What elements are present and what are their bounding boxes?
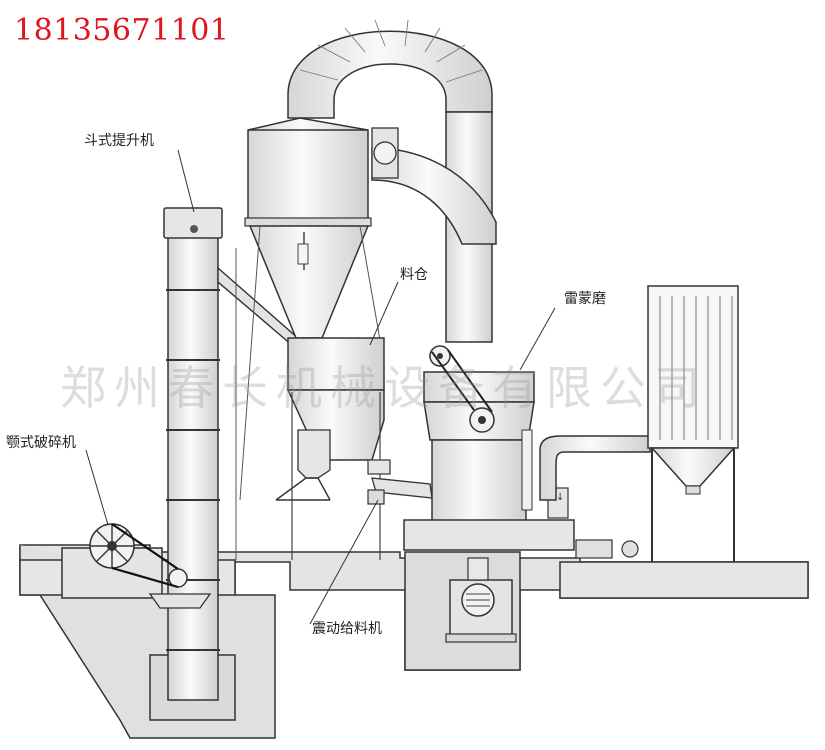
hopper — [275, 337, 391, 560]
label-vibrating-feeder: 震动给料机 — [312, 621, 382, 637]
label-jaw-crusher: 颚式破碎机 — [6, 435, 76, 451]
blower-duct — [539, 435, 651, 559]
label-bucket-elevator: 斗式提升机 — [84, 133, 154, 149]
vibrating-feeder — [367, 477, 433, 505]
bucket-elevator — [163, 207, 301, 701]
raymond-mill: ↓ — [403, 345, 575, 551]
leader-lines — [85, 149, 556, 625]
main-motor — [445, 557, 517, 643]
label-hopper: 料仓 — [400, 267, 428, 283]
return-air-duct — [287, 19, 497, 343]
dust-collector — [647, 285, 739, 562]
jaw-crusher — [61, 523, 212, 609]
cyclone-collector — [239, 117, 381, 501]
ground-slab-right — [559, 561, 809, 599]
svg-text:↓: ↓ — [556, 492, 564, 503]
phone-number: 18135671101 — [14, 13, 230, 48]
label-raymond-mill: 雷蒙磨 — [564, 291, 606, 307]
